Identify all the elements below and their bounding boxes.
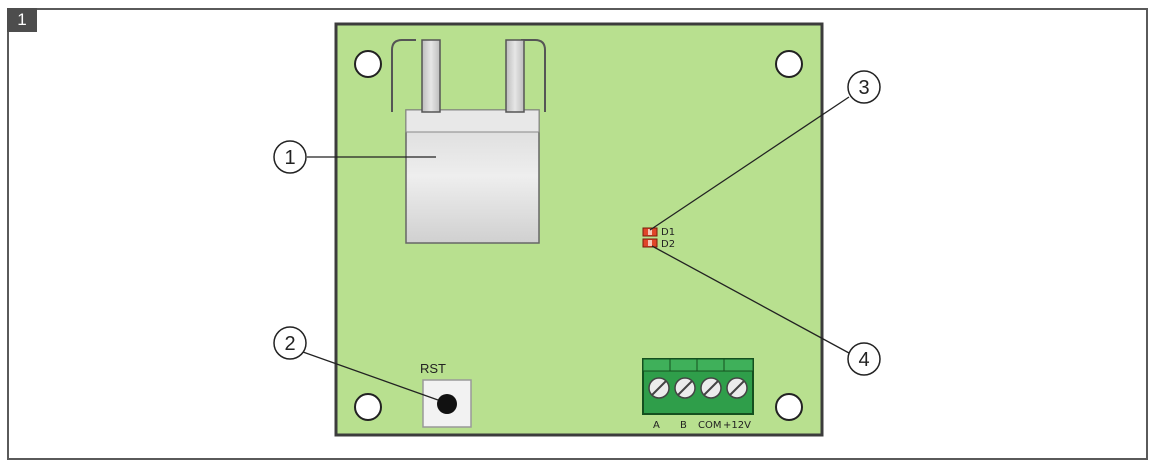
terminal-screw-b (674, 377, 696, 399)
mounting-hole-top-left (354, 50, 382, 78)
callout-4-number: 4 (858, 349, 869, 371)
terminal-block (642, 358, 754, 415)
ethernet-jack (391, 39, 546, 244)
terminal-screw-com (700, 377, 722, 399)
callout-2-number: 2 (284, 333, 295, 355)
figure-number: 1 (7, 8, 37, 32)
terminal-label-12v: +12V (723, 420, 751, 431)
callout-3-number: 3 (858, 77, 869, 99)
terminal-label-b: B (680, 420, 687, 431)
terminal-screw-12v (726, 377, 748, 399)
mounting-hole-bottom-right (775, 393, 803, 421)
callout-4: 4 (847, 342, 881, 376)
terminal-screw-a (648, 377, 670, 399)
callout-1: 1 (273, 140, 307, 174)
mounting-hole-bottom-left (354, 393, 382, 421)
reset-label: RST (420, 361, 446, 376)
led-d2-label: D2 (661, 239, 675, 250)
led-d2 (642, 238, 658, 248)
led-d1-label: D1 (661, 227, 675, 238)
callout-1-number: 1 (284, 147, 295, 169)
leader-line-4 (651, 245, 850, 354)
terminal-label-a: A (653, 420, 660, 431)
terminal-label-com: COM (698, 420, 721, 431)
callout-3: 3 (847, 70, 881, 104)
leader-line-2 (302, 351, 439, 401)
figure-frame (7, 8, 1148, 460)
leader-line-3 (649, 96, 850, 231)
callout-2: 2 (273, 326, 307, 360)
reset-button (422, 379, 472, 428)
mounting-hole-top-right (775, 50, 803, 78)
led-d1 (642, 227, 658, 237)
